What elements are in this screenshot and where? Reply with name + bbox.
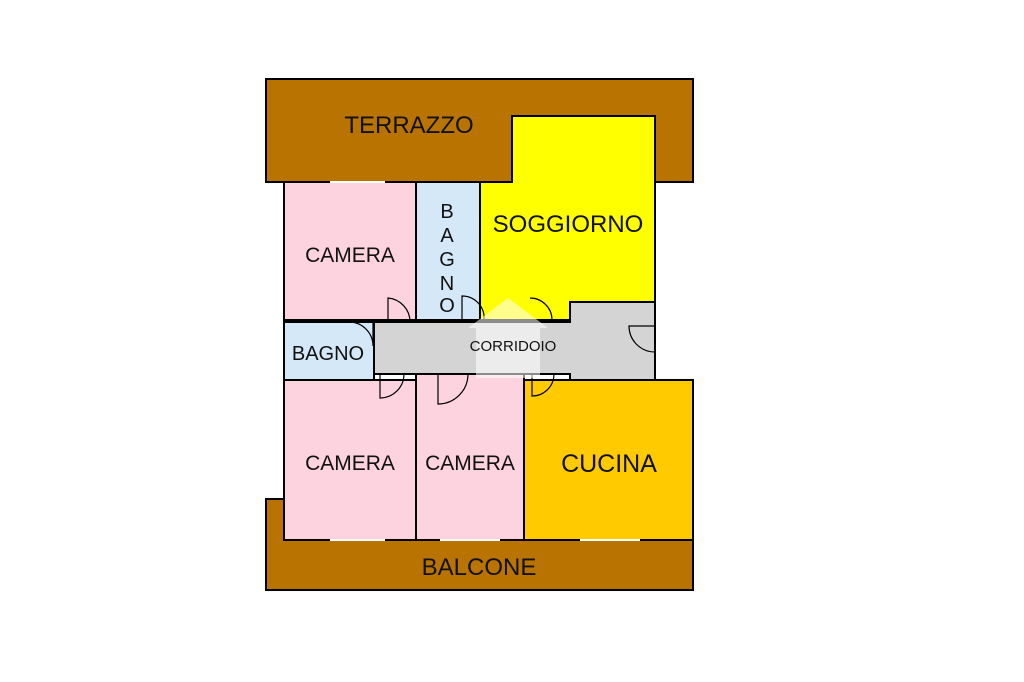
camera-top-label: CAMERA bbox=[305, 244, 395, 267]
bagno-letter: O bbox=[439, 295, 455, 317]
bagno-small-room bbox=[283, 321, 375, 381]
camera-bottom-mid-room bbox=[415, 373, 525, 541]
corridoio-label: CORRIDOIO bbox=[470, 338, 557, 355]
door-swing-icon bbox=[348, 295, 656, 405]
camera-bottom-left-label: CAMERA bbox=[305, 452, 395, 475]
house-watermark-icon bbox=[468, 298, 548, 378]
bagno-small-label: BAGNO bbox=[292, 343, 364, 365]
bagno-letter: A bbox=[440, 225, 454, 247]
camera-bottom-mid-label: CAMERA bbox=[425, 452, 515, 475]
bagno-letter: N bbox=[440, 273, 454, 295]
balcone-label: BALCONE bbox=[422, 554, 537, 581]
bagno-letter: B bbox=[440, 201, 453, 223]
bagno-vertical-label: B A G N O bbox=[439, 201, 455, 317]
cucina-label: CUCINA bbox=[561, 450, 657, 478]
soggiorno-label: SOGGIORNO bbox=[493, 211, 644, 238]
bagno-letter: G bbox=[439, 249, 455, 271]
camera-bottom-left-room bbox=[283, 379, 417, 541]
cucina-room bbox=[523, 379, 694, 541]
windows bbox=[330, 181, 640, 541]
camera-top-room bbox=[283, 181, 417, 321]
terrazzo-label: TERRAZZO bbox=[344, 112, 473, 139]
